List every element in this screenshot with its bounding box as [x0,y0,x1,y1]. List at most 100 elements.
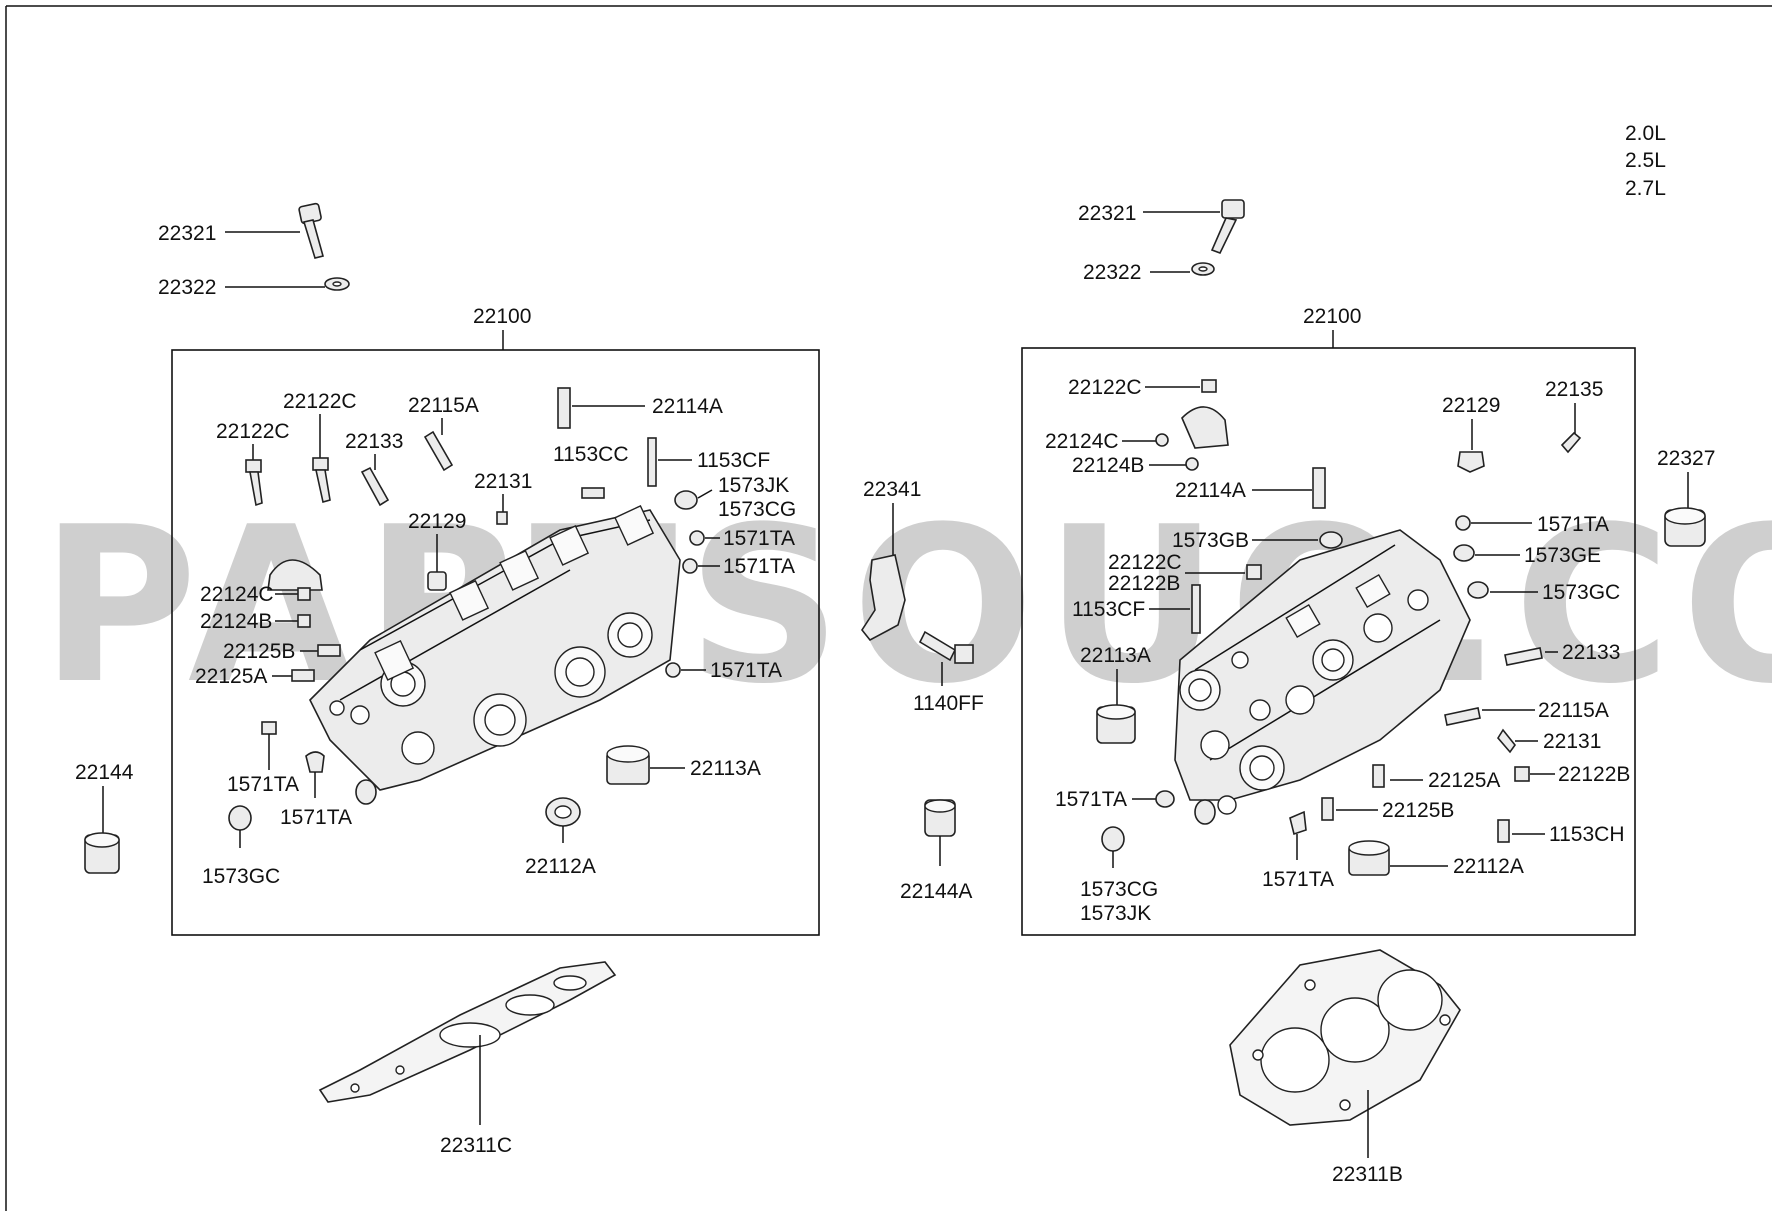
bolt-22122c[interactable] [1201,379,1217,393]
callout-label: 1573GB [1172,529,1249,552]
plug-1571ta[interactable] [665,662,681,678]
plug-1571ta[interactable] [305,751,325,773]
left-head-washer[interactable]: 22322 [158,276,350,299]
guide-22114a[interactable] [1312,467,1326,509]
callout-label: 22115A [408,394,479,417]
guide-22133[interactable] [360,466,390,507]
callout-label: 22113A [1080,644,1151,667]
callout-label: 22124C [1045,430,1119,453]
right-callouts: 22122C 22124C 22124B 22129 22135 22114A … [1045,376,1630,925]
seal-small[interactable] [1194,799,1216,825]
callout-label: 22135 [1545,378,1603,401]
left-outside-seal[interactable]: 22144 [75,761,134,874]
callout-label: 22124B [200,610,272,633]
dowel-1153cc[interactable] [581,487,605,499]
callout-label: 22115A [1538,699,1609,722]
callout-label: 1573CG [1080,878,1158,901]
callout-label: 22125A [1428,769,1500,792]
dowel-22125b[interactable] [317,644,341,657]
seal-1573cg[interactable] [1101,826,1125,852]
callout-label: 1571TA [723,555,795,578]
callout-label: 1153CH [1549,823,1625,846]
right-head-gasket[interactable]: 22311B [1229,949,1461,1186]
callout-label: 22144 [75,761,134,784]
variant-label: 2.0L [1625,122,1666,145]
callout-label: 1571TA [1262,868,1334,891]
right-cylinder-head[interactable] [1174,529,1471,815]
bolt-22122b[interactable] [1246,564,1262,580]
callout-label: 1153CF [697,449,770,472]
washer-22124c[interactable] [297,587,311,601]
bolt-22122c[interactable] [245,459,262,473]
plug-1571ta[interactable] [261,721,277,735]
center-stud[interactable]: 1140FF [913,630,984,715]
seal-1573ge[interactable] [1453,544,1475,562]
seal-1573gc[interactable] [1467,581,1489,599]
center-bracket[interactable]: 22341 [861,478,921,642]
plug-1571ta[interactable] [1455,515,1471,531]
callout-label: 22112A [1453,855,1524,878]
callout-label: 22112A [525,855,596,878]
callout-label: 22321 [158,222,216,245]
callout-label: 1573JK [718,474,789,497]
callout-label: 22129 [1442,394,1500,417]
callout-label: 1571TA [1055,788,1127,811]
callout-label: 22341 [863,478,921,501]
plug-22129[interactable] [1457,451,1485,473]
plug-22131[interactable] [496,511,508,525]
pin-1153cf[interactable] [1191,584,1201,634]
dowel-22125b[interactable] [1321,797,1334,821]
plug-1571ta[interactable] [1289,810,1307,836]
guide-22115a[interactable] [423,430,454,472]
washer-22124c[interactable] [1155,433,1169,447]
right-head-washer[interactable]: 22322 [1083,261,1215,284]
callout-label: 22122C [216,420,290,443]
washer-22124b[interactable] [297,614,311,628]
plug-22135[interactable] [1560,431,1582,454]
callout-label: 1153CC [553,443,629,466]
center-seal[interactable]: 22144A [900,799,972,903]
bearing-cap[interactable] [267,559,323,591]
right-head-bolt[interactable]: 22321 [1078,199,1245,255]
callout-label: 22311C [440,1134,512,1157]
guide-22114a[interactable] [557,387,571,429]
left-head-gasket[interactable]: 22311C [318,961,617,1157]
plug-1571ta[interactable] [682,558,698,574]
callout-label: 1153CF [1072,598,1145,621]
plug-1571ta[interactable] [1155,790,1175,808]
callout-label: 22122C [283,390,357,413]
left-head-bolt[interactable]: 22321 [158,202,324,259]
seal-1573cg[interactable] [674,490,698,510]
seal-small[interactable] [355,779,377,805]
plug-1571ta[interactable] [689,530,705,546]
callout-label: 1573GC [202,865,280,888]
seal-1573gb[interactable] [1319,531,1343,549]
plug-22129[interactable] [427,571,447,591]
callout-label: 1573GE [1524,544,1601,567]
pin-1153cf[interactable] [647,437,657,487]
bolt-22122c[interactable] [312,457,329,471]
engine-variants: 2.0L 2.5L 2.7L [1625,122,1666,200]
dowel-1153ch[interactable] [1497,819,1510,843]
right-outside-seal[interactable]: 22327 [1657,447,1715,547]
callout-label: 22321 [1078,202,1136,225]
seal-1573gc[interactable] [228,805,252,831]
left-callouts: 22122C 22122C 22115A 22133 22114A 1153CC… [195,387,796,888]
washer-22124b[interactable] [1185,457,1199,471]
dowel-22125a[interactable] [291,669,315,682]
guide-22133[interactable] [1504,647,1543,666]
callout-label: 22322 [158,276,216,299]
dowel-22125a[interactable] [1372,764,1385,788]
bolt-22122b[interactable] [1514,766,1530,782]
callout-label: 1573JK [1080,902,1151,925]
guide-22115a[interactable] [1444,707,1481,726]
bearing-cap[interactable] [1181,406,1229,449]
callout-label: 22122C [1068,376,1142,399]
callout-label: 1571TA [1537,513,1609,536]
plug-22131[interactable] [1497,728,1517,754]
left-cylinder-head[interactable] [309,504,681,791]
callout-label: 22114A [1175,479,1246,502]
callout-label: 22122B [1108,572,1180,595]
variant-label: 2.5L [1625,149,1666,172]
